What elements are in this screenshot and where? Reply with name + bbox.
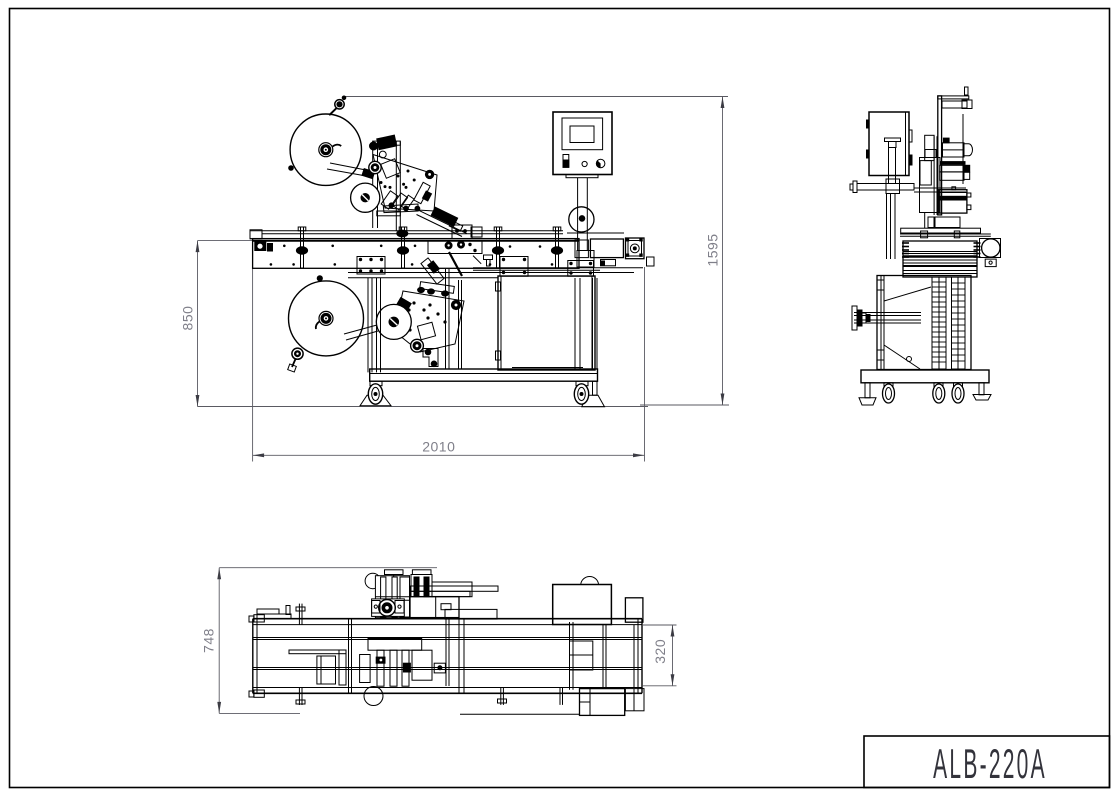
svg-text:2010: 2010 xyxy=(422,439,455,455)
svg-text:850: 850 xyxy=(180,306,196,331)
svg-text:1595: 1595 xyxy=(705,233,721,266)
svg-text:748: 748 xyxy=(201,628,217,653)
svg-text:ALB-220A: ALB-220A xyxy=(933,741,1047,788)
svg-text:320: 320 xyxy=(652,639,668,664)
